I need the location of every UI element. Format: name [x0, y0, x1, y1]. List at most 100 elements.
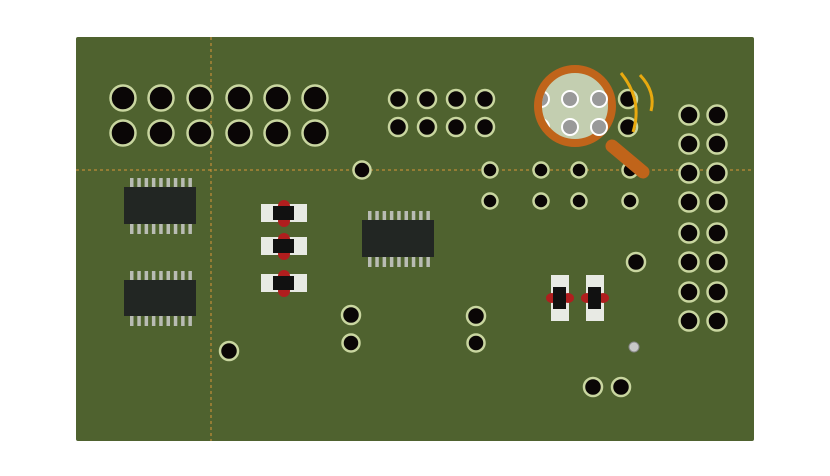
ic-pin	[173, 316, 178, 326]
through-hole	[301, 84, 329, 112]
through-hole	[532, 161, 550, 179]
ic-body	[124, 280, 196, 316]
through-hole	[474, 116, 496, 138]
through-hole	[678, 133, 700, 155]
through-hole	[621, 192, 639, 210]
through-hole	[387, 88, 409, 110]
ic-pin	[426, 257, 430, 267]
through-hole	[678, 191, 700, 213]
signal-arc-outer	[638, 73, 654, 112]
ic-chip	[124, 271, 196, 326]
through-hole	[416, 116, 438, 138]
through-hole	[570, 161, 588, 179]
through-hole	[706, 104, 728, 126]
through-hole	[678, 281, 700, 303]
ic-pin	[173, 271, 178, 280]
ic-pin	[166, 224, 170, 234]
through-holes	[109, 84, 728, 398]
ic-pin	[166, 178, 170, 187]
through-hole	[706, 133, 728, 155]
ic-pin	[159, 271, 163, 280]
through-hole	[706, 162, 728, 184]
test-point	[628, 341, 640, 353]
through-hole	[352, 160, 372, 180]
through-hole	[625, 251, 647, 273]
through-hole	[263, 119, 291, 147]
ic-pin	[382, 211, 387, 220]
magnifier-icon[interactable]	[533, 65, 654, 179]
smd-resistor	[261, 270, 307, 297]
ic-pin	[151, 224, 156, 234]
ic-pin	[144, 271, 149, 280]
ic-pin	[181, 178, 185, 187]
through-hole	[678, 251, 700, 273]
ic-pin	[173, 224, 178, 234]
ic-pin	[426, 211, 430, 220]
ic-pin	[151, 316, 156, 326]
ic-pin	[368, 257, 372, 267]
ic-pin	[159, 178, 163, 187]
through-hole	[147, 84, 175, 112]
ic-pin	[151, 271, 156, 280]
ic-pin	[181, 271, 185, 280]
ic-pin	[166, 316, 170, 326]
through-hole	[301, 119, 329, 147]
signal-arc-inner	[619, 72, 638, 133]
through-hole	[218, 340, 240, 362]
ic-pin	[159, 224, 163, 234]
ic-chips	[124, 178, 434, 326]
ic-pin	[188, 271, 192, 280]
through-hole	[474, 88, 496, 110]
through-hole	[706, 281, 728, 303]
through-hole	[706, 310, 728, 332]
through-hole	[263, 84, 291, 112]
ic-pin	[188, 316, 192, 326]
through-hole	[706, 222, 728, 244]
through-hole	[445, 88, 467, 110]
through-hole	[445, 116, 467, 138]
ic-pin	[397, 257, 401, 267]
ic-pin	[144, 224, 149, 234]
through-hole	[570, 192, 588, 210]
ic-pin	[419, 257, 423, 267]
through-hole	[341, 333, 361, 353]
through-hole	[225, 84, 253, 112]
through-hole	[225, 119, 253, 147]
through-hole	[416, 88, 438, 110]
ic-pin	[130, 271, 134, 280]
ic-pin	[389, 257, 394, 267]
ic-pin	[411, 211, 416, 220]
through-hole	[678, 162, 700, 184]
ic-chip	[362, 211, 434, 267]
ic-pin	[137, 316, 141, 326]
through-hole	[706, 251, 728, 273]
through-hole	[582, 376, 604, 398]
ic-pin	[159, 316, 163, 326]
smd-resistor	[581, 275, 609, 321]
ic-pin	[375, 211, 379, 220]
ic-pin	[151, 178, 156, 187]
smd-resistor	[261, 233, 307, 260]
through-hole	[109, 84, 137, 112]
ic-body	[362, 220, 434, 257]
ic-pin	[188, 178, 192, 187]
ic-pin	[137, 178, 141, 187]
ic-pin	[368, 211, 372, 220]
through-hole	[532, 192, 550, 210]
ic-pin	[166, 271, 170, 280]
ic-pin	[404, 211, 408, 220]
through-hole	[678, 104, 700, 126]
through-hole	[387, 116, 409, 138]
ic-pin	[181, 316, 185, 326]
ic-pin	[130, 316, 134, 326]
ic-pin	[397, 211, 401, 220]
through-hole	[186, 84, 214, 112]
ic-chip	[124, 178, 196, 234]
through-hole	[678, 310, 700, 332]
ic-pin	[130, 178, 134, 187]
through-hole	[147, 119, 175, 147]
ic-pin	[181, 224, 185, 234]
through-hole	[465, 305, 487, 327]
ic-pin	[389, 211, 394, 220]
through-hole	[466, 333, 486, 353]
